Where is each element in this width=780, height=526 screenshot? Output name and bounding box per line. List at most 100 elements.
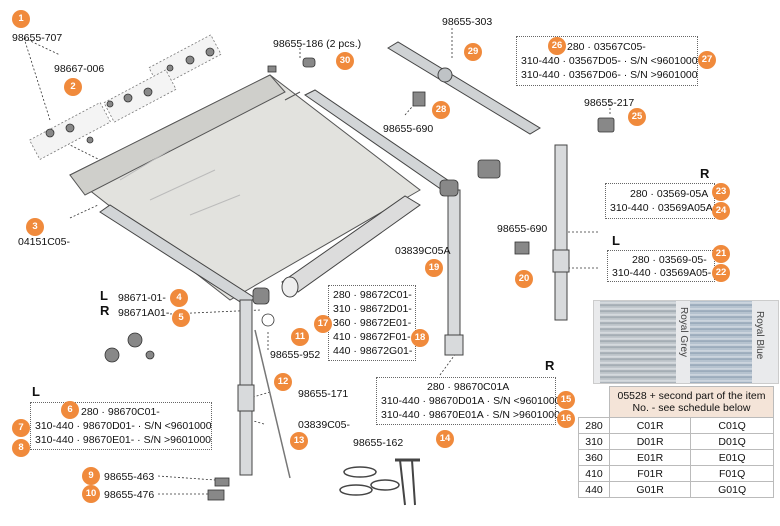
callout-8: 8 bbox=[12, 439, 30, 457]
group-17-line-4: 410 · 98672F01- bbox=[333, 331, 411, 343]
callout-13: 13 bbox=[290, 432, 308, 450]
group-26-box: 280 · 03567C05- 310-440 · 03567D05- · S/… bbox=[516, 36, 698, 86]
callout-4: 4 bbox=[170, 289, 188, 307]
rafter-arm bbox=[254, 329, 291, 479]
group-17-line-2: 310 · 98672D01- bbox=[333, 303, 412, 315]
part-98671-01: 98671-01- bbox=[118, 292, 166, 304]
fabric-label-royal-blue: Royal Blue bbox=[754, 311, 765, 360]
callout-7: 7 bbox=[12, 419, 30, 437]
group-17-line-1: 280 · 98672C01- bbox=[333, 289, 412, 301]
group-15-box: 280 · 98670C01A 310-440 · 98670D01A · S/… bbox=[376, 377, 561, 425]
callout-18: 18 bbox=[411, 329, 429, 347]
support-legs bbox=[237, 144, 570, 476]
part-98655-707: 98655-707 bbox=[12, 32, 63, 44]
part-98655-952: 98655-952 bbox=[270, 349, 321, 361]
group-17-line-3: 360 · 98672E01- bbox=[333, 317, 412, 329]
side-label-l-right: L bbox=[612, 233, 620, 248]
callout-16: 16 bbox=[557, 410, 575, 428]
table-row: 280 C01R C01Q bbox=[578, 417, 774, 434]
tie-down-kit bbox=[339, 458, 420, 506]
callout-26: 26 bbox=[548, 37, 566, 55]
callout-29: 29 bbox=[464, 43, 482, 61]
top-rail bbox=[387, 41, 541, 135]
callout-11: 11 bbox=[291, 328, 309, 346]
group-8-line-3: 310-440 · 98670E01- · S/N >9601000 bbox=[35, 434, 212, 446]
blue-code-cell: D01Q bbox=[690, 433, 774, 450]
group-24-line-2: 310-440 · 03569A05A bbox=[610, 202, 713, 214]
schedule-header: 05528 + second part of the item No. - se… bbox=[609, 386, 774, 418]
part-98655-303: 98655-303 bbox=[442, 16, 493, 28]
part-04151c05: 04151C05- bbox=[18, 236, 70, 248]
grey-code-cell: G01R bbox=[608, 481, 692, 498]
grey-code-cell: C01R bbox=[608, 417, 692, 434]
callout-19: 19 bbox=[425, 259, 443, 277]
callout-6: 6 bbox=[61, 401, 79, 419]
blue-code-cell: G01Q bbox=[690, 481, 774, 498]
fabric-swatch-royal-blue bbox=[690, 301, 752, 383]
side-label-l: L bbox=[100, 288, 108, 303]
group-6-box: 280 · 98670C01- 310-440 · 98670D01- · S/… bbox=[30, 402, 212, 450]
hardware bbox=[28, 34, 615, 501]
part-98655-690-b: 98655-690 bbox=[497, 223, 548, 235]
side-label-r: R bbox=[100, 303, 110, 318]
length-cell: 440 bbox=[578, 481, 610, 498]
part-98671a01: 98671A01- bbox=[118, 307, 170, 319]
awning-canvas bbox=[69, 74, 421, 301]
group-26-line-2: 310-440 · 03567D05- · S/N <9601000 bbox=[521, 55, 698, 67]
table-header-row: 05528 + second part of the item No. - se… bbox=[578, 386, 774, 418]
side-label-r-right: R bbox=[700, 166, 710, 181]
group-26-line-1: 280 · 03567C05- bbox=[567, 41, 646, 53]
group-23-line-1: 280 · 03569-05A bbox=[630, 188, 709, 200]
blue-code-cell: C01Q bbox=[690, 417, 774, 434]
table-row: 360 E01R E01Q bbox=[578, 449, 774, 466]
fabric-swatch-panel: Royal Grey Royal Blue bbox=[593, 300, 779, 384]
group-21-box: 280 · 03569-05- 310-440 · 03569A05- bbox=[607, 250, 715, 282]
callout-1: 1 bbox=[12, 10, 30, 28]
group-15-line-2: 310-440 · 98670D01A · S/N <9601000 bbox=[381, 395, 561, 407]
group-6-line-1: 280 · 98670C01- bbox=[81, 406, 160, 418]
group-26-line-3: 310-440 · 03567D06- · S/N >9601000 bbox=[521, 69, 698, 81]
part-98655-463: 98655-463 bbox=[104, 471, 155, 483]
side-label-l-lower: L bbox=[32, 384, 40, 399]
grey-code-cell: F01R bbox=[608, 465, 692, 482]
callout-20: 20 bbox=[515, 270, 533, 288]
part-98655-186: 98655-186 (2 pcs.) bbox=[273, 38, 362, 50]
part-03839c05: 03839C05- bbox=[298, 419, 350, 431]
part-03839c05a: 03839C05A bbox=[395, 245, 451, 257]
fabric-label-royal-grey: Royal Grey bbox=[678, 307, 689, 358]
callout-24: 24 bbox=[712, 202, 730, 220]
length-cell: 410 bbox=[578, 465, 610, 482]
group-22-line-2: 310-440 · 03569A05- bbox=[612, 267, 712, 279]
callout-27: 27 bbox=[698, 51, 716, 69]
length-cell: 360 bbox=[578, 449, 610, 466]
group-7-line-2: 310-440 · 98670D01- · S/N <9601000 bbox=[35, 420, 212, 432]
blue-code-cell: F01Q bbox=[690, 465, 774, 482]
callout-30: 30 bbox=[336, 52, 354, 70]
table-row: 410 F01R F01Q bbox=[578, 465, 774, 482]
length-cell: 310 bbox=[578, 433, 610, 450]
table-row: 310 D01R D01Q bbox=[578, 433, 774, 450]
roller-tube bbox=[281, 195, 421, 298]
part-98655-476: 98655-476 bbox=[104, 489, 155, 501]
table-row: 440 G01R G01Q bbox=[578, 481, 774, 498]
callout-17: 17 bbox=[314, 315, 332, 333]
fabric-swatch-royal-grey bbox=[600, 301, 676, 383]
group-21-line-1: 280 · 03569-05- bbox=[632, 254, 707, 266]
part-98667-006: 98667-006 bbox=[54, 63, 105, 75]
callout-14: 14 bbox=[436, 430, 454, 448]
grey-code-cell: E01R bbox=[608, 449, 692, 466]
length-cell: 280 bbox=[578, 417, 610, 434]
callout-22: 22 bbox=[712, 264, 730, 282]
side-label-r-lower: R bbox=[545, 358, 555, 373]
group-16-line-3: 310-440 · 98670E01A · S/N >9601000 bbox=[381, 409, 560, 421]
fabric-schedule-table: 05528 + second part of the item No. - se… bbox=[578, 386, 774, 498]
part-98655-690-a: 98655-690 bbox=[383, 123, 434, 135]
group-15-line-1: 280 · 98670C01A bbox=[427, 381, 510, 393]
callout-25: 25 bbox=[628, 108, 646, 126]
callout-23: 23 bbox=[712, 183, 730, 201]
callout-3: 3 bbox=[26, 218, 44, 236]
group-23-box: 280 · 03569-05A 310-440 · 03569A05A bbox=[605, 183, 715, 219]
callout-12: 12 bbox=[274, 373, 292, 391]
